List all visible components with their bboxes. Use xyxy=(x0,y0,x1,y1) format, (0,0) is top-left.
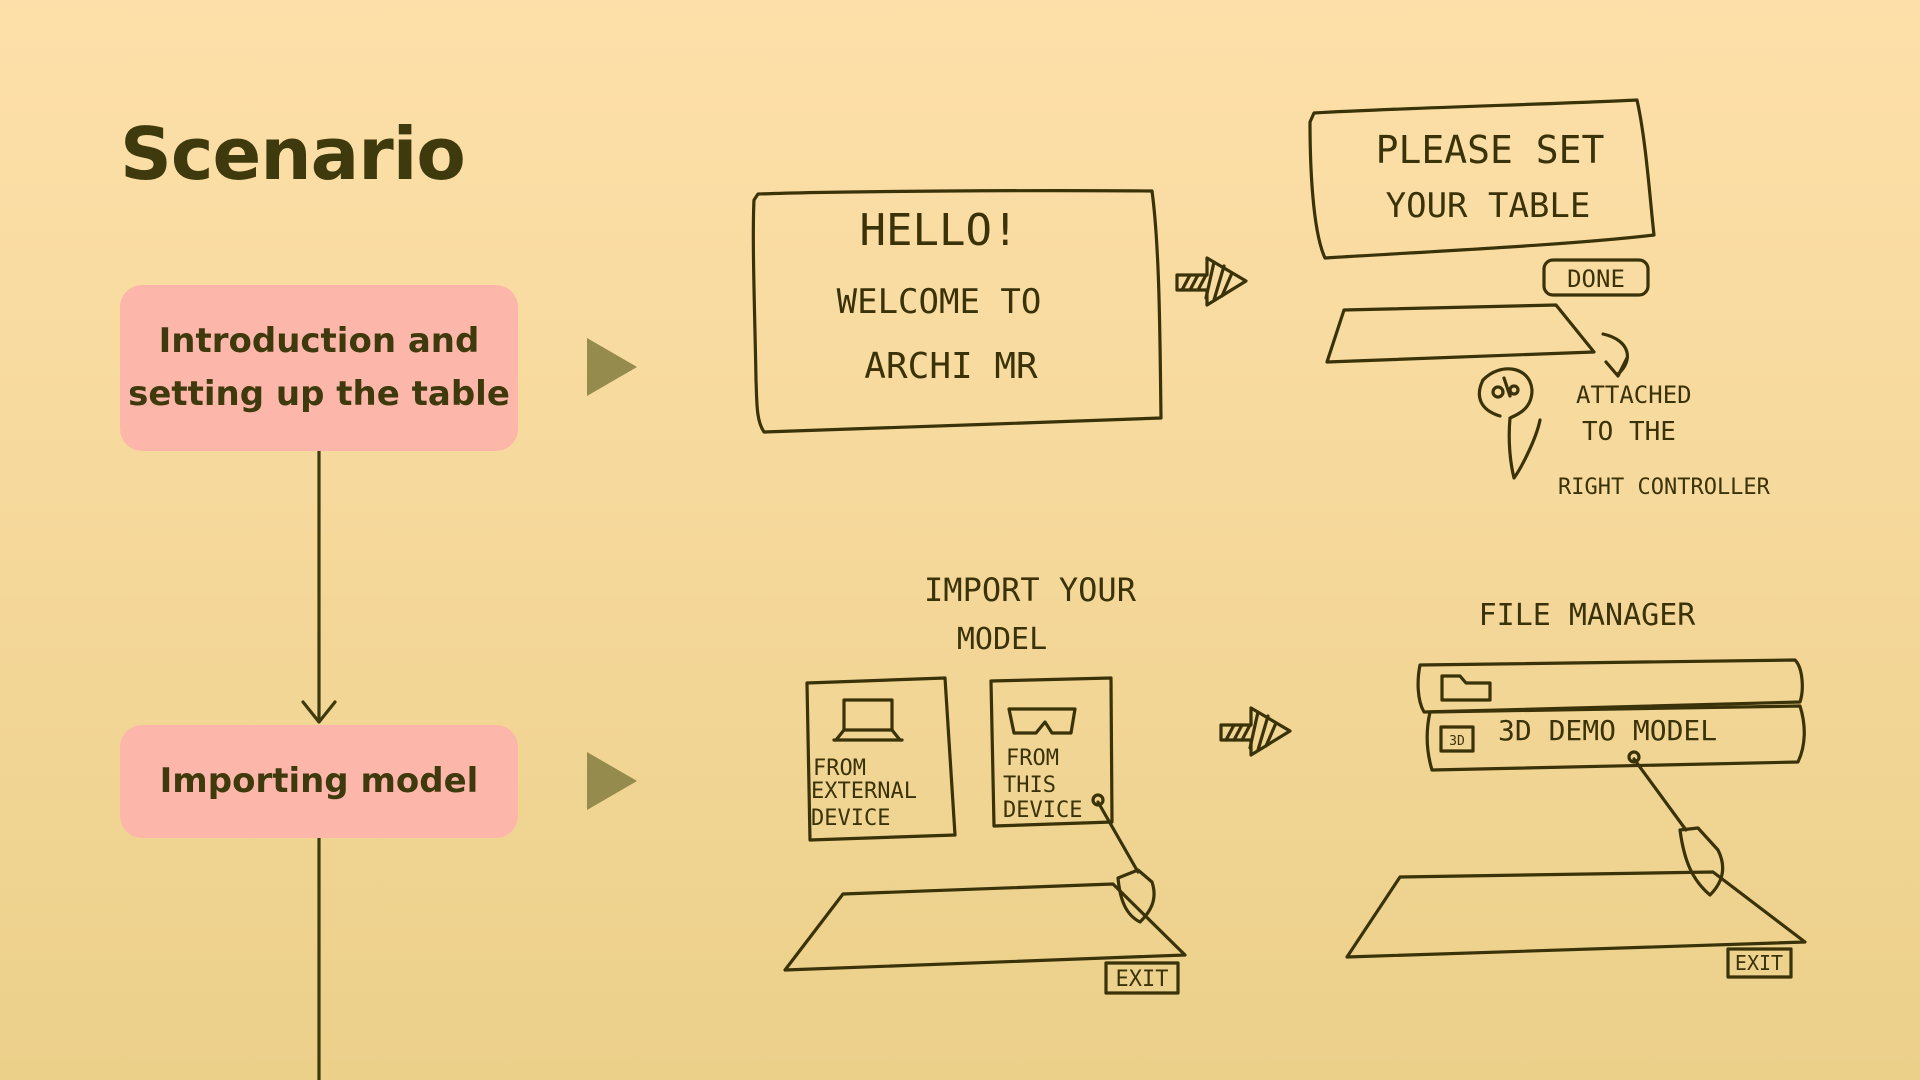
file-item-label: 3D DEMO MODEL xyxy=(1498,714,1717,747)
this-card-line-3: DEVICE xyxy=(1003,798,1082,823)
connector-arrowhead xyxy=(301,700,337,724)
import-title-line-2: MODEL xyxy=(957,622,1047,657)
model-file-badge: 3D xyxy=(1449,734,1465,749)
sketch-file-manager: FILE MANAGER 3D 3D DEMO MODEL EXIT xyxy=(1345,598,1807,979)
exit-button-sketch-2 xyxy=(1726,947,1793,979)
set-table-line-1: PLEASE SET xyxy=(1376,128,1605,172)
folder-icon xyxy=(1440,674,1492,702)
import-title-line-1: IMPORT YOUR xyxy=(924,571,1137,609)
step-importing-model: Importing model xyxy=(120,725,518,838)
controller-icon xyxy=(1477,367,1542,480)
welcome-line-3: ARCHI MR xyxy=(864,346,1038,387)
pointer-hand-icon-2 xyxy=(1627,750,1725,897)
headset-icon xyxy=(1007,707,1077,735)
sketch-import-model: IMPORT YOUR MODEL FROM EXTERNAL DEVICE F… xyxy=(783,571,1187,995)
welcome-line-1: HELLO! xyxy=(860,205,1019,256)
controller-note-line-3: RIGHT CONTROLLER xyxy=(1558,475,1771,500)
page-title: Scenario xyxy=(120,112,466,196)
external-device-card xyxy=(805,676,957,842)
hatched-arrow-2 xyxy=(1219,706,1292,757)
external-card-line-1: FROM xyxy=(813,756,866,781)
welcome-line-2: WELCOME TO xyxy=(837,282,1042,322)
exit-button-sketch-1 xyxy=(1104,961,1180,995)
play-arrow-step-2 xyxy=(587,752,637,810)
this-card-line-1: FROM xyxy=(1006,746,1059,771)
controller-note-line-1: ATTACHED xyxy=(1576,381,1692,409)
file-manager-title: FILE MANAGER xyxy=(1479,598,1697,633)
sketch-welcome-screen: HELLO! WELCOME TO ARCHI MR xyxy=(751,189,1163,434)
hatched-arrow-1 xyxy=(1175,256,1248,307)
this-card-line-2: THIS xyxy=(1003,773,1056,798)
pointer-hand-icon-1 xyxy=(1091,793,1156,924)
play-arrow-step-1 xyxy=(587,338,637,396)
exit-label-1: EXIT xyxy=(1116,967,1169,992)
external-card-line-2: EXTERNAL xyxy=(811,779,917,804)
step-importing-model-label: Importing model xyxy=(159,761,479,801)
model-file-icon xyxy=(1439,725,1475,753)
step-introduction: Introduction and setting up the table xyxy=(120,285,518,451)
done-button-sketch xyxy=(1542,258,1650,297)
set-table-line-2: YOUR TABLE xyxy=(1386,186,1591,226)
controller-note-line-2: TO THE xyxy=(1582,417,1676,447)
laptop-icon xyxy=(832,698,904,742)
step-introduction-label: Introduction and setting up the table xyxy=(128,321,510,414)
exit-label-2: EXIT xyxy=(1735,951,1783,975)
sketch-set-table: PLEASE SET YOUR TABLE DONE ATTACHED TO T… xyxy=(1308,98,1771,500)
done-label: DONE xyxy=(1567,265,1625,293)
external-card-line-3: DEVICE xyxy=(811,806,890,831)
this-device-card xyxy=(989,676,1114,828)
